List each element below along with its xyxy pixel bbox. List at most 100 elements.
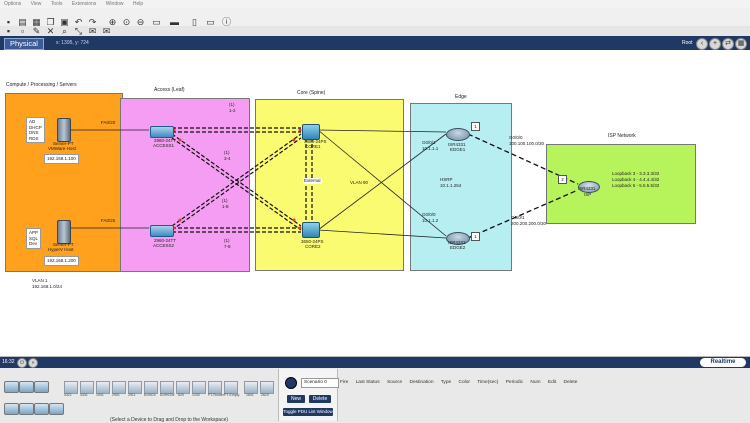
model-icon[interactable] <box>96 381 110 394</box>
server2-name1: Server-PT <box>53 242 74 247</box>
paste-icon[interactable]: ▣ <box>60 17 69 27</box>
redo-icon[interactable]: ↷ <box>88 17 97 27</box>
pdu-header: Last Status <box>355 380 380 385</box>
scenario-select[interactable]: Scenario 0 <box>301 378 339 388</box>
pdu-complex-icon[interactable]: ✉ <box>102 26 111 36</box>
pdu-header: Time(sec) <box>477 380 499 385</box>
custom-device-icon[interactable]: ▬ <box>170 17 179 27</box>
model-icon[interactable] <box>192 381 206 394</box>
screen-icon[interactable]: ▭ <box>206 17 215 27</box>
move-object-icon[interactable]: ⇄ <box>722 38 734 50</box>
copy-icon[interactable]: ❐ <box>46 17 55 27</box>
model-label: 829 <box>178 393 184 397</box>
menu-extensions[interactable]: Extensions <box>71 1 97 7</box>
bottom-panel: 16:32 ⏻ » Realtime 4321 4331 1941 2901 2… <box>0 356 750 423</box>
model-icon[interactable] <box>112 381 126 394</box>
undo-icon[interactable]: ↶ <box>74 17 83 27</box>
access2-switch-icon[interactable] <box>150 225 174 237</box>
inspect-icon[interactable]: ⌕ <box>61 26 68 36</box>
realtime-mode-button[interactable]: Realtime <box>700 358 746 367</box>
zoom-reset-icon[interactable]: ⊙ <box>122 17 131 27</box>
core2-switch-icon[interactable] <box>302 222 320 238</box>
toggle-pdu-list-button[interactable]: Toggle PDU List Window <box>283 408 333 416</box>
link-core1-edge1 <box>317 129 447 133</box>
cursor-coordinates: x: 1395, y: 724 <box>56 40 89 46</box>
scenario-panel: Scenario 0 New Delete Toggle PDU List Wi… <box>278 369 339 421</box>
marker-edge1: 1 <box>471 122 480 131</box>
zone-core <box>255 99 404 271</box>
menu-options[interactable]: Options <box>4 1 22 7</box>
logical-icon[interactable]: ▪ <box>6 26 11 36</box>
fast-forward-icon[interactable]: » <box>28 358 38 368</box>
print-icon[interactable]: ▤ <box>18 17 27 27</box>
model-icon[interactable] <box>244 381 258 394</box>
new-cluster-icon[interactable]: + <box>709 38 721 50</box>
pdu-header: Edit <box>547 380 557 385</box>
network-devices-icon[interactable] <box>4 381 19 393</box>
server1-icon[interactable] <box>57 118 71 142</box>
logical-workspace[interactable]: Compute / Processing / Servers VLAN 1 19… <box>0 50 750 356</box>
link-label-4: (1) 7-8 <box>224 238 231 249</box>
isp-router-icon[interactable] <box>578 181 600 193</box>
info-icon[interactable]: ⓘ <box>222 17 232 27</box>
tab-physical[interactable]: Physical <box>4 38 44 50</box>
zone-isp-title: ISP Network <box>608 133 636 139</box>
resize-icon[interactable]: ⤡ <box>74 26 83 36</box>
access1-switch-icon[interactable] <box>150 126 174 138</box>
server1-services: AD DHCP DNS RDS <box>26 117 45 143</box>
zoom-in-icon[interactable]: ⊕ <box>108 17 117 27</box>
end-devices-icon[interactable] <box>19 381 34 393</box>
drawing-palette-icon[interactable]: ▭ <box>152 17 161 27</box>
edge2-wan-label: G0/0/1 200.200.200.0/30 <box>511 215 547 226</box>
server2-icon[interactable] <box>57 220 71 244</box>
components-icon[interactable] <box>34 381 49 393</box>
server1-port: FA0/20 <box>101 120 116 125</box>
set-background-icon[interactable]: ▦ <box>735 38 747 50</box>
delete-pdu-button[interactable]: Delete <box>309 395 331 403</box>
note-icon[interactable]: ✎ <box>32 26 41 36</box>
model-label: 2911 <box>128 393 136 397</box>
pdu-list-headers: Fire Last Status Source Destination Type… <box>340 380 583 385</box>
menu-window[interactable]: Window <box>105 1 124 7</box>
model-icon[interactable] <box>80 381 94 394</box>
security-icon[interactable] <box>49 403 64 415</box>
back-icon[interactable]: ‹ <box>696 38 708 50</box>
hsrp-label: HSRP 10.1.1.254 <box>440 177 462 188</box>
routers-icon[interactable] <box>4 403 19 415</box>
link-core1-edge2 <box>317 129 447 237</box>
marker-edge2: 1 <box>471 232 480 241</box>
zone-compute-title: Compute / Processing / Servers <box>6 82 77 88</box>
model-icon[interactable] <box>208 381 222 394</box>
link-core2-edge1 <box>317 133 447 231</box>
new-pdu-button[interactable]: New <box>287 395 305 403</box>
model-icon[interactable] <box>260 381 274 394</box>
core1-switch-icon[interactable] <box>302 124 320 140</box>
edge2-router-icon[interactable] <box>446 232 470 245</box>
tablet-icon[interactable]: ▯ <box>192 17 197 27</box>
pdu-simple-icon[interactable]: ✉ <box>88 26 97 36</box>
model-icon[interactable] <box>64 381 78 394</box>
model-icon[interactable] <box>176 381 190 394</box>
menu-view[interactable]: View <box>30 1 42 7</box>
link-core2-edge2 <box>317 229 447 239</box>
edge2-name: EDGE2 <box>450 245 466 250</box>
external-label: External <box>303 178 322 184</box>
select-icon[interactable]: ▫ <box>20 26 25 36</box>
pdu-header: Type <box>440 380 452 385</box>
wireless-icon[interactable] <box>34 403 49 415</box>
model-icon[interactable] <box>224 381 238 394</box>
power-cycle-icon[interactable]: ⏻ <box>17 358 27 368</box>
model-icon[interactable] <box>128 381 142 394</box>
model-icon[interactable] <box>160 381 174 394</box>
zoom-out-icon[interactable]: ⊖ <box>136 17 145 27</box>
menu-help[interactable]: Help <box>132 1 144 7</box>
access1-name: ACCESS1 <box>153 143 175 148</box>
save-icon[interactable]: ▪ <box>6 17 11 27</box>
edge1-router-icon[interactable] <box>446 128 470 141</box>
activity-wizard-icon[interactable]: ▦ <box>32 17 41 27</box>
switches-icon[interactable] <box>19 403 34 415</box>
model-label: 2620 <box>261 393 269 397</box>
model-icon[interactable] <box>144 381 158 394</box>
delete-tool-icon[interactable]: ✕ <box>46 26 55 36</box>
menu-tools[interactable]: Tools <box>50 1 63 7</box>
